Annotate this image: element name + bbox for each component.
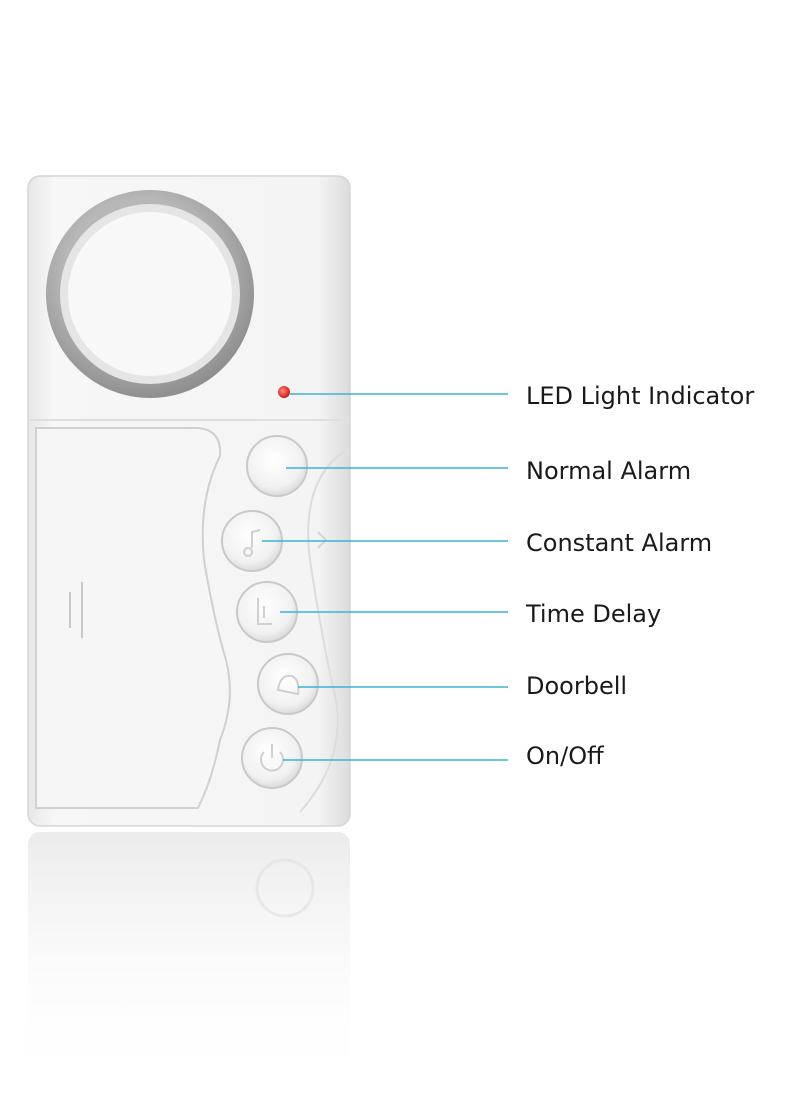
normal-alarm-button[interactable] [246, 435, 308, 497]
cover-grip-icon [69, 582, 83, 638]
bell-icon [276, 674, 300, 696]
delay-icon [257, 598, 272, 625]
leader-lines [262, 393, 508, 761]
arrow-mark [317, 531, 328, 549]
label-normal-alarm: Normal Alarm [526, 457, 692, 485]
label-doorbell: Doorbell [526, 672, 628, 700]
label-led-light-indicator: LED Light Indicator [526, 382, 755, 410]
battery-cover [35, 427, 231, 809]
doorbell-button[interactable] [257, 653, 319, 715]
label-on-off: On/Off [526, 742, 604, 770]
power-icon [260, 744, 284, 772]
music-note-icon [243, 529, 261, 557]
button-panel-edge [299, 449, 347, 813]
device-reflection [28, 832, 350, 1096]
speaker [46, 190, 254, 398]
label-time-delay: Time Delay [526, 600, 662, 628]
label-constant-alarm: Constant Alarm [526, 529, 713, 557]
on-off-button[interactable] [241, 727, 303, 789]
alarm-device [27, 175, 351, 827]
led-indicator [278, 386, 290, 398]
